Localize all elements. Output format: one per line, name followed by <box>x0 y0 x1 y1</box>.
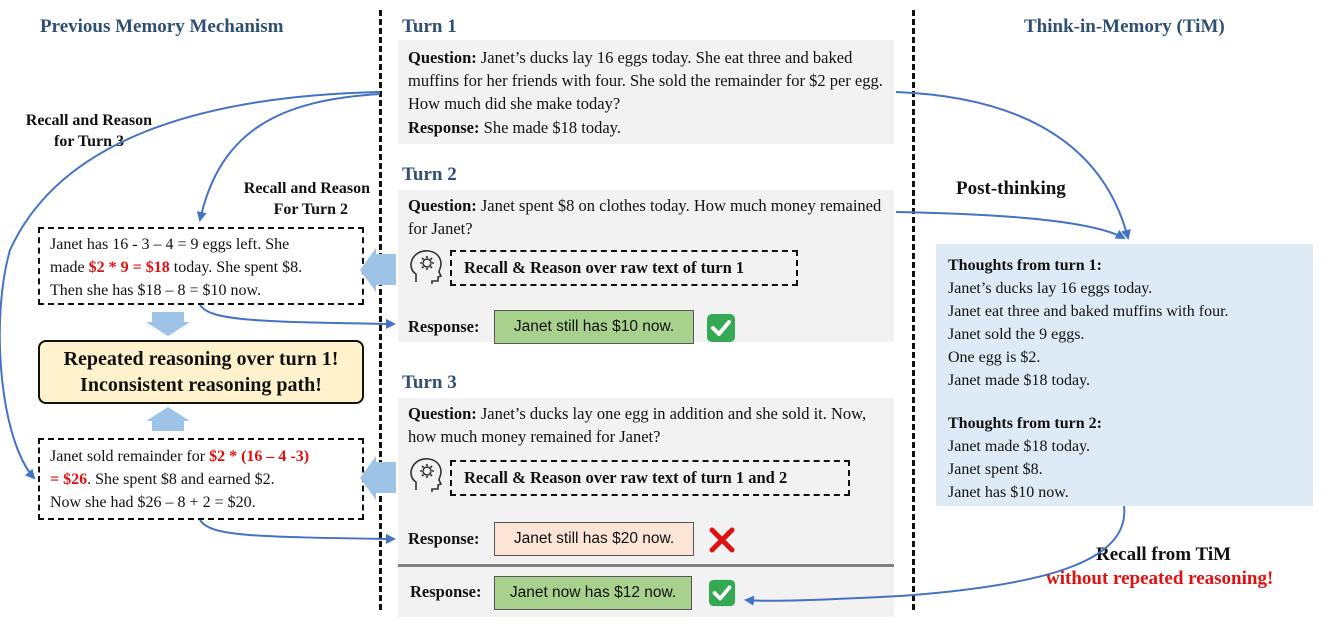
recall-from-tim-label: Recall from TiM <box>1096 544 1232 565</box>
turn1-title: Turn 1 <box>402 16 457 37</box>
arrow-box2-to-response <box>199 519 396 544</box>
turn1-question-label: Question: <box>408 48 477 67</box>
turn2-response-label: Response: <box>408 317 480 336</box>
turn2-question-text: Janet spent $8 on clothes today. How muc… <box>408 196 882 238</box>
arrow-tim-to-response <box>744 505 1126 606</box>
turn3-panel: Question: Janet’s ducks lay one egg in a… <box>398 398 894 566</box>
recall-turn3-label: Recall and Reason for Turn 3 <box>2 110 152 152</box>
recall-turn2-line1: Recall and Reason <box>243 180 370 197</box>
box1-line1: Janet has 16 - 3 – 4 = 9 eggs left. She <box>50 236 290 253</box>
block-arrow-turn2 <box>360 248 396 292</box>
summary-line1: Repeated reasoning over turn 1! <box>63 348 339 370</box>
right-divider <box>912 10 915 610</box>
tim-memory-panel: Thoughts from turn 1: Janet’s ducks lay … <box>936 244 1313 506</box>
arrow-recall-turn2 <box>196 93 381 222</box>
thought-item: Janet has $10 now. <box>948 484 1069 501</box>
turn2-panel: Question: Janet spent $8 on clothes toda… <box>398 190 894 344</box>
turn3-tim-panel: Response: Janet now has $12 now. <box>398 567 894 617</box>
box1-line2-post: today. She spent $8. <box>169 259 303 276</box>
box2-line1: Janet sold remainder for $2 * (16 – 4 -3… <box>50 445 352 468</box>
box1-line2: made $2 * 9 = $18 today. She spent $8. <box>50 256 352 279</box>
turn3-tim-response-label: Response: <box>410 582 482 601</box>
turn2-question-label: Question: <box>408 196 477 215</box>
turn3-separator <box>398 564 894 567</box>
turn2-question: Question: Janet spent $8 on clothes toda… <box>408 194 888 240</box>
post-thinking-label: Post-thinking <box>956 178 1066 199</box>
turn3-recall-box: Recall & Reason over raw text of turn 1 … <box>450 460 850 496</box>
recall-turn2-label: Recall and Reason For Turn 2 <box>200 178 370 220</box>
block-arrow-turn3 <box>360 456 396 500</box>
box2-line2: = $26. She spent $8 and earned $2. <box>50 468 352 491</box>
summary-box: Repeated reasoning over turn 1! Inconsis… <box>38 340 364 404</box>
recall-turn3-line1: Recall and Reason <box>25 112 152 129</box>
right-header: Think-in-Memory (TiM) <box>1024 16 1225 37</box>
left-divider <box>379 10 382 610</box>
cross-mark-icon <box>709 527 735 553</box>
arrow-turn2-to-tim <box>895 211 1126 239</box>
turn1-response: Response: She made $18 today. <box>408 116 621 139</box>
block-arrow-down <box>146 312 190 336</box>
turn1-question: Question: Janet’s ducks lay 16 eggs toda… <box>408 46 888 115</box>
thought-item: Janet sold the 9 eggs. <box>948 326 1085 343</box>
brain-gear-icon <box>410 250 443 284</box>
turn2-title: Turn 2 <box>402 164 457 185</box>
turn3-question-text: Janet’s ducks lay one egg in addition an… <box>408 404 867 446</box>
turn1-question-text: Janet’s ducks lay 16 eggs today. She eat… <box>408 48 883 113</box>
turn3-response-pill: Janet still has $20 now. <box>494 522 694 556</box>
box2-line1-pre: Janet sold remainder for <box>50 448 210 465</box>
thought-item: Janet spent $8. <box>948 461 1043 478</box>
box1-line2-red: $2 * 9 = $18 <box>88 259 170 276</box>
turn2-recall-box: Recall & Reason over raw text of turn 1 <box>450 250 798 286</box>
recall-turn2-line2: For Turn 2 <box>273 201 348 218</box>
thought-item: Janet made $18 today. <box>948 438 1091 455</box>
box2-line1-red: $2 * (16 – 4 -3) <box>209 448 310 465</box>
block-arrow-up <box>146 407 190 431</box>
turn1-response-text: She made $18 today. <box>479 118 621 137</box>
check-mark-icon <box>707 314 735 342</box>
arrow-recall-turn3 <box>0 91 381 480</box>
thoughts-turn2-title: Thoughts from turn 2: <box>948 415 1102 432</box>
reasoning-box-turn2: Janet has 16 - 3 – 4 = 9 eggs left. She … <box>38 227 364 305</box>
summary-line2: Inconsistent reasoning path! <box>80 374 322 396</box>
check-mark-icon <box>708 579 736 607</box>
thoughts-turn1-title: Thoughts from turn 1: <box>948 257 1102 274</box>
recall-turn3-line2: for Turn 3 <box>54 133 124 150</box>
brain-gear-icon <box>410 458 443 492</box>
turn3-title: Turn 3 <box>402 372 457 393</box>
box1-line3: Then she has $18 – 8 = $10 now. <box>50 282 262 299</box>
arrow-box1-to-response <box>199 304 396 329</box>
turn1-response-label: Response: <box>408 118 480 137</box>
left-header: Previous Memory Mechanism <box>40 16 284 37</box>
box2-line3: Now she had $26 – 8 + 2 = $20. <box>50 494 256 511</box>
reasoning-box-turn3: Janet sold remainder for $2 * (16 – 4 -3… <box>38 438 364 520</box>
turn3-question-label: Question: <box>408 404 477 423</box>
without-repeated-label: without repeated reasoning! <box>1046 568 1274 589</box>
thought-item: One egg is $2. <box>948 349 1041 366</box>
turn3-response-label: Response: <box>408 529 480 548</box>
box1-line2-pre: made <box>50 259 89 276</box>
turn3-question: Question: Janet’s ducks lay one egg in a… <box>408 402 892 448</box>
turn2-response-pill: Janet still has $10 now. <box>494 310 694 344</box>
box2-line2-post: . She spent $8 and earned $2. <box>87 471 275 488</box>
turn1-panel: Question: Janet’s ducks lay 16 eggs toda… <box>398 40 894 144</box>
thought-item: Janet eat three and baked muffins with f… <box>948 303 1229 320</box>
thought-item: Janet made $18 today. <box>948 372 1091 389</box>
thought-item: Janet’s ducks lay 16 eggs today. <box>948 280 1153 297</box>
box2-line2-red: = $26 <box>50 471 88 488</box>
arrow-turn1-to-tim <box>895 91 1131 240</box>
turn3-tim-response-pill: Janet now has $12 now. <box>494 576 692 610</box>
